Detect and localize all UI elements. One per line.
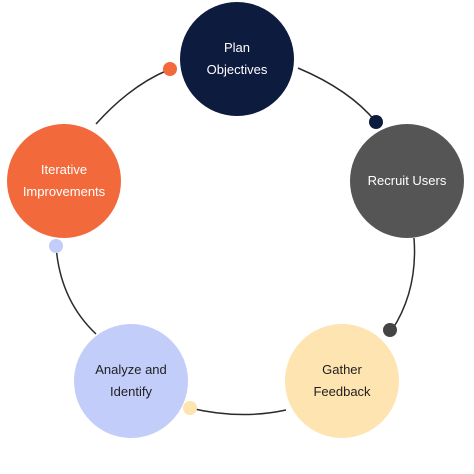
connector-iterate-to-plan bbox=[95, 69, 169, 125]
dot-analyze bbox=[49, 239, 63, 253]
connector-analyze-to-iterate bbox=[55, 245, 97, 335]
dot-recruit bbox=[383, 323, 397, 337]
connector-recruit-to-gather bbox=[391, 237, 416, 331]
dot-gather bbox=[183, 401, 197, 415]
step-label-iterate: Iterative Improvements bbox=[22, 162, 106, 199]
step-label-plan: Plan Objectives bbox=[206, 40, 268, 77]
dot-plan bbox=[369, 115, 383, 129]
step-recruit-users: Recruit Users bbox=[350, 124, 464, 238]
step-label-recruit: Recruit Users bbox=[367, 173, 447, 188]
connector-plan-to-recruit bbox=[297, 67, 377, 123]
step-label-analyze: Analyze and Identify bbox=[95, 362, 167, 399]
dot-iterate bbox=[163, 62, 177, 76]
step-iterative-improvements: Iterative Improvements bbox=[7, 124, 121, 238]
step-label-gather: Gather Feedback bbox=[313, 362, 371, 399]
step-gather-feedback: Gather Feedback bbox=[285, 324, 399, 438]
step-analyze-identify: Analyze and Identify bbox=[74, 324, 188, 438]
step-plan-objectives: Plan Objectives bbox=[180, 2, 294, 116]
connector-gather-to-analyze bbox=[189, 407, 287, 416]
